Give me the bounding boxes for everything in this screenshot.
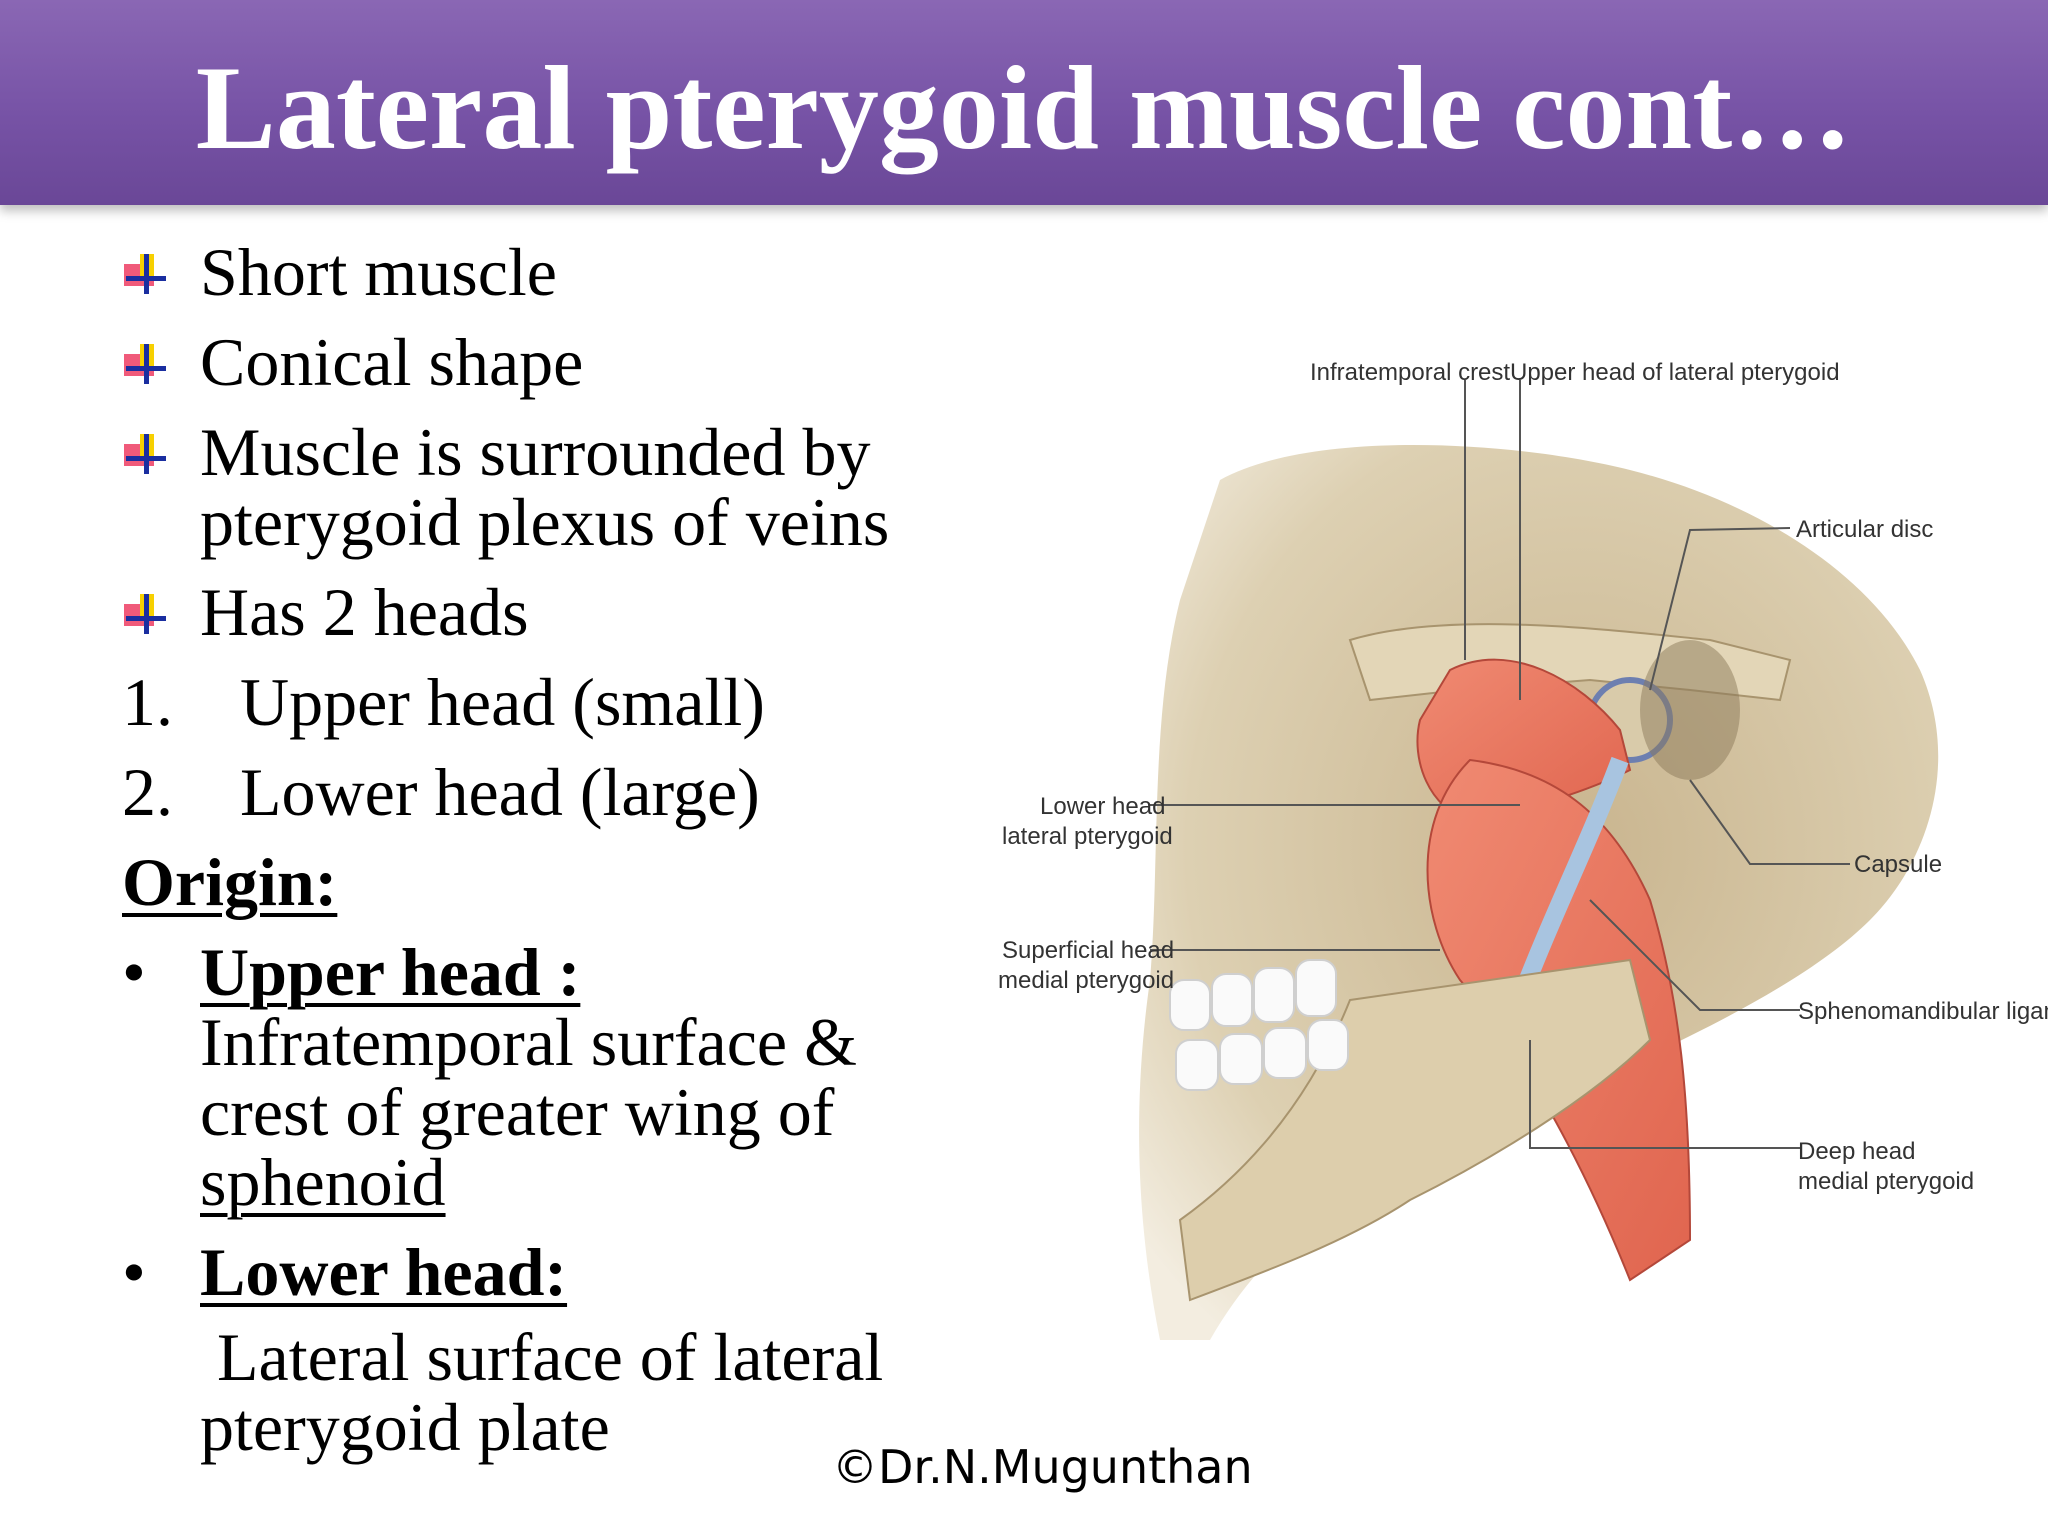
mandible [1178,958,1652,1302]
skull-illustration [1139,380,1939,1340]
teeth [1169,959,1349,1091]
label-upper-head: Upper head of lateral pterygoid [1510,359,1840,386]
anatomy-figure: Infratemporal crest Upper head of latera… [990,340,2048,1390]
label-lower-head-2: lateral pterygoid [1002,823,1173,850]
arrow-bullet-icon [124,434,166,474]
slide-title: Lateral pterygoid muscle cont… [195,41,1853,174]
leader-lines [1150,380,1850,1149]
arrow-bullet-icon [124,594,166,634]
arrow-bullet-icon [124,344,166,384]
label-sphenomandibular: Sphenomandibular ligament [1798,998,2048,1025]
sphenomandibular-ligament-shape [1511,756,1629,1004]
bullet-dot: • [122,1234,146,1310]
label-infratemporal-crest: Infratemporal crest [1310,359,1511,386]
author-credit: ©Dr.N.Mugunthan [832,1440,1253,1494]
label-deep-head: Deep head [1798,1138,1916,1165]
label-deep-head-2: medial pterygoid [1798,1168,1975,1195]
origin-heading: Origin: [122,844,338,920]
label-capsule: Capsule [1854,851,1943,878]
label-articular-disc: Articular disc [1796,516,1934,543]
label-lower-head: Lower head [1040,793,1166,820]
bullet-dot: • [122,934,146,1010]
title-bar: Lateral pterygoid muscle cont… [0,0,2048,205]
label-superficial-head: Superficial head [1002,937,1175,964]
label-superficial-head-2: medial pterygoid [998,967,1175,994]
arrow-bullet-icon [124,254,166,294]
